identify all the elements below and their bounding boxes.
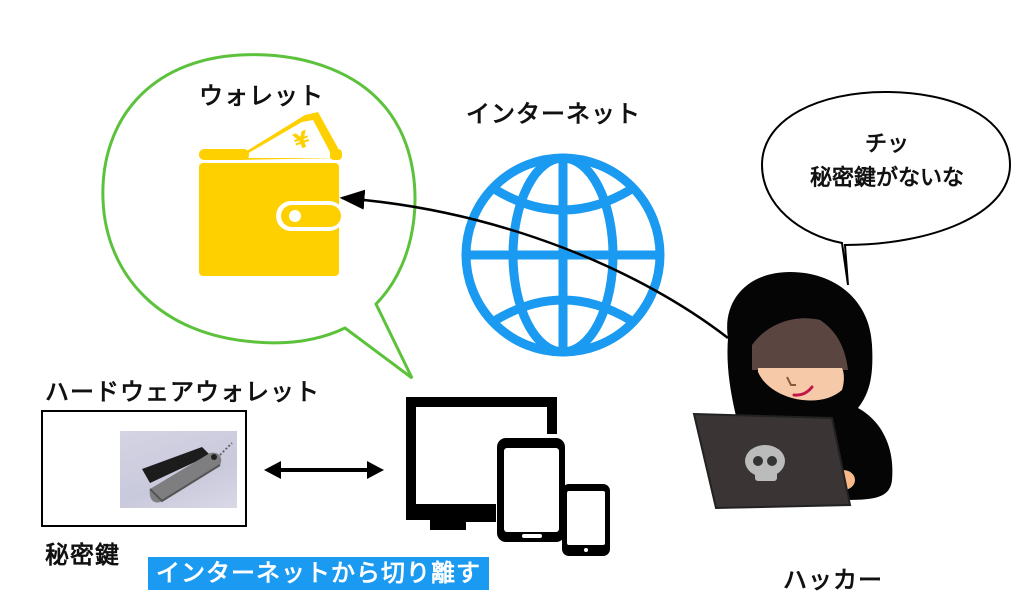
laptop-icon <box>692 412 852 510</box>
hardware-wallet-title: ハードウェアウォレット <box>45 378 320 406</box>
hacker-speech-line-1: チッ <box>864 132 909 157</box>
internet-title: インターネット <box>466 100 641 128</box>
hacker-label: ハッカー <box>783 566 883 594</box>
wallet-title: ウォレット <box>199 82 324 110</box>
double-arrow-icon <box>264 461 384 479</box>
hacker-speech-line-2: 秘密鍵がないな <box>809 166 964 191</box>
wallet-icon: ¥ <box>199 112 344 276</box>
hacker-speech-text: チッ 秘密鍵がないな <box>772 128 1002 196</box>
skull-icon <box>745 445 785 481</box>
disconnect-banner: インターネットから切り離す <box>148 557 489 590</box>
devices-icon <box>406 397 610 556</box>
hacker-speech-bubble <box>760 90 1012 286</box>
private-key-label: 秘密鍵 <box>45 541 120 569</box>
globe-icon <box>461 153 665 357</box>
attack-arrow <box>339 189 729 339</box>
hardware-wallet-photo <box>120 431 237 508</box>
